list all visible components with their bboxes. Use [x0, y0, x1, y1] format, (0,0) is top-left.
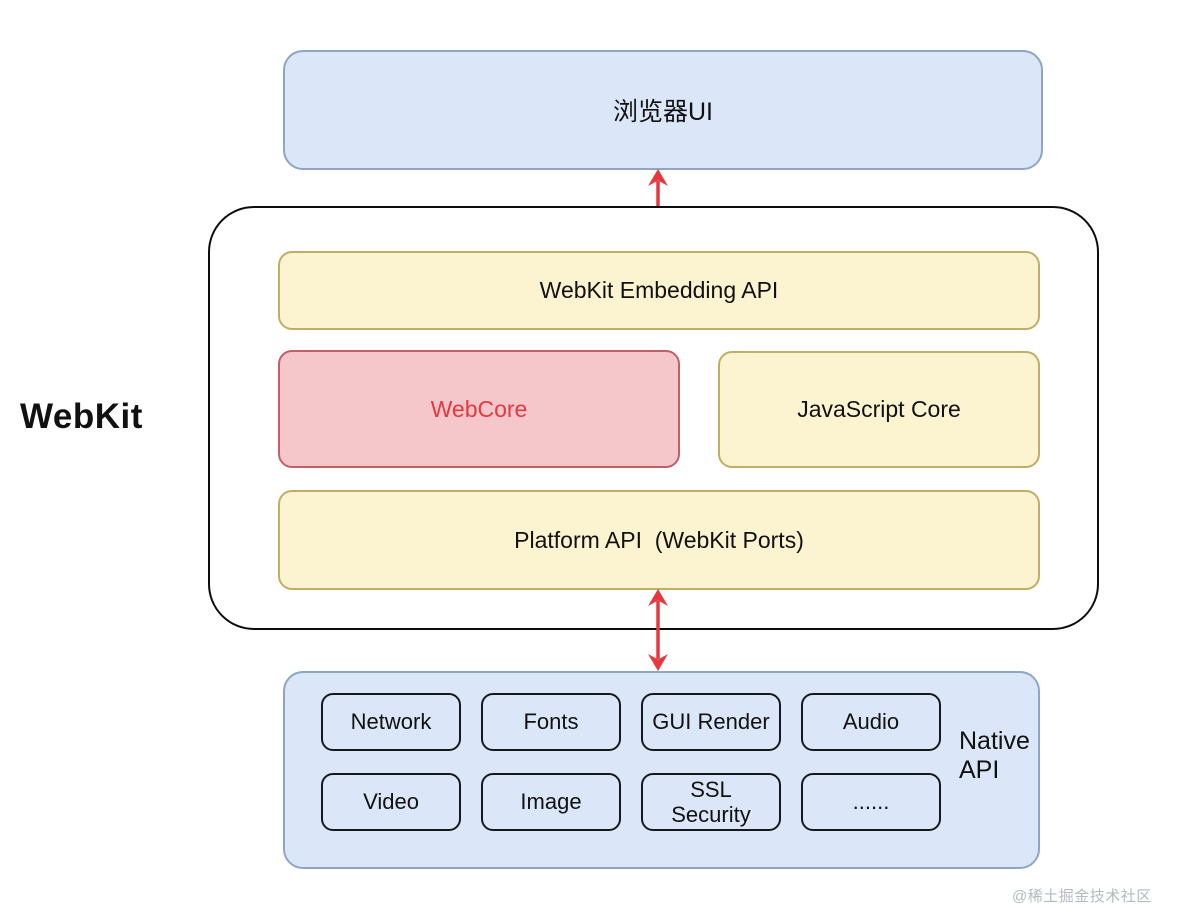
- platform-api-box: Platform API (WebKit Ports): [278, 490, 1040, 590]
- webkit-label: WebKit: [20, 397, 143, 436]
- native-module-ssl-security: SSL Security: [641, 773, 781, 831]
- double-arrow-icon: [648, 589, 668, 671]
- native-api-container: Network Fonts GUI Render Audio Video Ima…: [283, 671, 1040, 869]
- webcore-box: WebCore: [278, 350, 680, 468]
- native-module-network: Network: [321, 693, 461, 751]
- native-module-ellipsis: ......: [801, 773, 941, 831]
- webcore-label: WebCore: [430, 395, 528, 422]
- browser-ui-label: 浏览器UI: [612, 98, 713, 126]
- native-module-gui-render: GUI Render: [641, 693, 781, 751]
- native-module-fonts: Fonts: [481, 693, 621, 751]
- native-module-image: Image: [481, 773, 621, 831]
- javascript-core-label: JavaScript Core: [797, 396, 961, 422]
- native-module-audio: Audio: [801, 693, 941, 751]
- browser-ui-box: 浏览器UI: [283, 50, 1043, 170]
- webkit-embedding-api-label: WebKit Embedding API: [539, 277, 779, 303]
- native-module-video: Video: [321, 773, 461, 831]
- native-api-label: Native API: [959, 727, 1030, 784]
- watermark: @稀土掘金技术社区: [1012, 888, 1152, 905]
- platform-api-label: Platform API (WebKit Ports): [514, 526, 804, 553]
- webkit-embedding-api-box: WebKit Embedding API: [278, 251, 1040, 330]
- javascript-core-box: JavaScript Core: [718, 351, 1040, 468]
